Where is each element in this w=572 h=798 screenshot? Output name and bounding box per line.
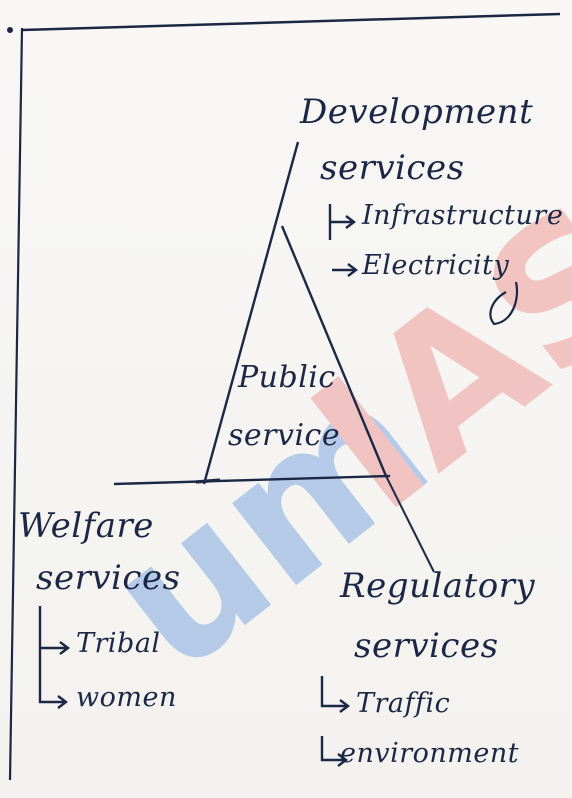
page-left-margin	[8, 27, 24, 781]
corner-dot	[7, 27, 13, 33]
arrow-electricity	[332, 263, 358, 277]
arrow-environment	[320, 736, 348, 767]
welfare-title-line1: Welfare	[18, 506, 154, 546]
regulatory-title-line1: Regulatory	[340, 566, 536, 606]
welfare-item-tribal: Tribal	[76, 628, 161, 659]
triangle-left-side	[202, 141, 300, 485]
arrow-infrastructure	[328, 204, 356, 240]
center-label-line2: service	[228, 418, 341, 453]
development-title-line2: services	[320, 148, 465, 188]
development-item-infrastructure: Infrastructure	[362, 200, 564, 231]
arrow-traffic	[320, 676, 350, 713]
welfare-item-women: women	[76, 682, 177, 713]
regulatory-title-line2: services	[354, 626, 499, 666]
page-top-rule	[21, 12, 561, 32]
arrow-women	[38, 660, 68, 709]
triangle-right-side	[280, 225, 388, 477]
triangle-base	[113, 474, 391, 486]
base-tick	[195, 478, 221, 484]
regulatory-item-traffic: Traffic	[356, 688, 451, 719]
triangle-extension-line	[385, 475, 435, 573]
electricity-loop	[489, 281, 519, 326]
development-item-electricity: Electricity	[362, 250, 510, 281]
arrow-tribal	[38, 606, 70, 660]
welfare-title-line2: services	[36, 558, 181, 598]
center-label-line1: Public	[238, 360, 336, 395]
regulatory-item-environment: environment	[340, 738, 520, 769]
development-title-line1: Development	[300, 92, 534, 132]
